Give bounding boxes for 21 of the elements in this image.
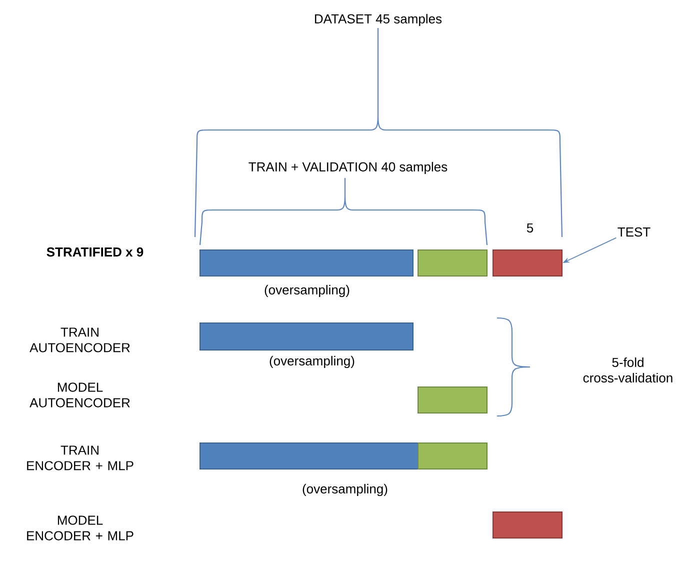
note-text: (oversampling) xyxy=(270,356,354,368)
row-label: MODEL ENCODER + MLP xyxy=(27,516,134,540)
note-text: 5-fold cross-validation xyxy=(583,357,672,383)
note-text: (oversampling) xyxy=(302,484,388,496)
bar xyxy=(492,512,562,538)
bar xyxy=(200,442,418,470)
bar xyxy=(418,442,488,470)
row-label: MODEL AUTOENCODER xyxy=(30,382,130,408)
text-label: TEST xyxy=(618,227,650,237)
row-label: STRATIFIED x 9 xyxy=(46,247,144,257)
row-label: TRAIN AUTOENCODER xyxy=(30,328,130,352)
count-label: 5 xyxy=(526,223,534,233)
row-label: TRAIN ENCODER + MLP xyxy=(27,446,134,470)
heading-text: DATASET 45 samples xyxy=(315,14,442,26)
note-text: (oversampling) xyxy=(264,284,350,298)
bar xyxy=(492,250,562,276)
heading-text: TRAIN + VALIDATION 40 samples xyxy=(248,162,448,174)
bar xyxy=(200,322,414,350)
bar xyxy=(200,250,414,276)
bar xyxy=(418,386,488,414)
bar xyxy=(418,250,488,276)
